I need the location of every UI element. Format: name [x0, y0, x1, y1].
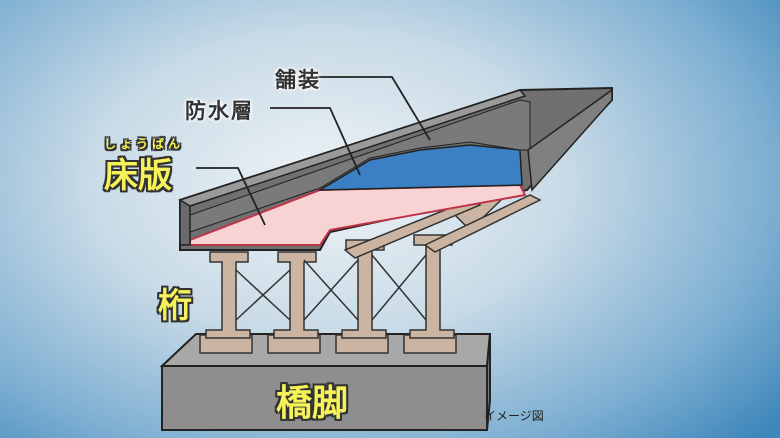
label-pavement: 舗装 — [275, 68, 321, 92]
label-slab: 床版 — [104, 156, 172, 196]
label-pier: 橋脚 — [276, 383, 349, 424]
label-slab-reading: しょうばん — [104, 137, 185, 151]
leader-lines — [196, 76, 431, 226]
pavement-layer — [189, 99, 531, 233]
label-waterproof: 防水層 — [185, 99, 254, 123]
waterproof-layer — [317, 144, 523, 191]
label-girder: 桁 — [158, 286, 192, 326]
image-note: イメージ図 — [484, 409, 544, 423]
deck — [178, 86, 613, 251]
